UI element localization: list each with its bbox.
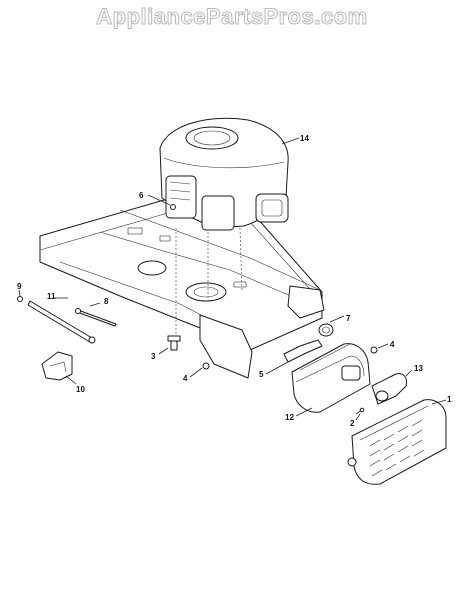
gasket-part bbox=[318, 323, 334, 337]
callout-6: 6 bbox=[139, 191, 144, 200]
callout-10: 10 bbox=[76, 385, 85, 394]
bracket-part bbox=[41, 351, 73, 381]
heat-shield-part bbox=[347, 399, 447, 485]
frame-assembly bbox=[39, 195, 325, 379]
callout-12: 12 bbox=[285, 413, 294, 422]
screw-part bbox=[355, 407, 365, 415]
watermark-text: AppliancePartsPros.com bbox=[96, 4, 368, 30]
engine bbox=[159, 117, 289, 340]
nut-part-left bbox=[202, 362, 210, 370]
deflector-part bbox=[371, 373, 407, 405]
callout-3: 3 bbox=[151, 352, 156, 361]
callout-13: 13 bbox=[414, 364, 423, 373]
muffler-part bbox=[291, 343, 371, 413]
callout-4-right: 4 bbox=[390, 340, 395, 349]
callout-8: 8 bbox=[104, 297, 109, 306]
callout-2: 2 bbox=[350, 419, 355, 428]
bolt-part bbox=[167, 335, 181, 351]
callout-4-left: 4 bbox=[183, 374, 188, 383]
callout-7: 7 bbox=[346, 314, 351, 323]
callout-1: 1 bbox=[447, 395, 452, 404]
callout-5: 5 bbox=[259, 370, 264, 379]
nut-part-right bbox=[370, 346, 378, 354]
callout-9: 9 bbox=[17, 282, 22, 291]
rod-parts bbox=[17, 296, 117, 344]
callout-14: 14 bbox=[300, 134, 309, 143]
leader-lines bbox=[18, 137, 447, 421]
callout-11: 11 bbox=[47, 292, 56, 301]
